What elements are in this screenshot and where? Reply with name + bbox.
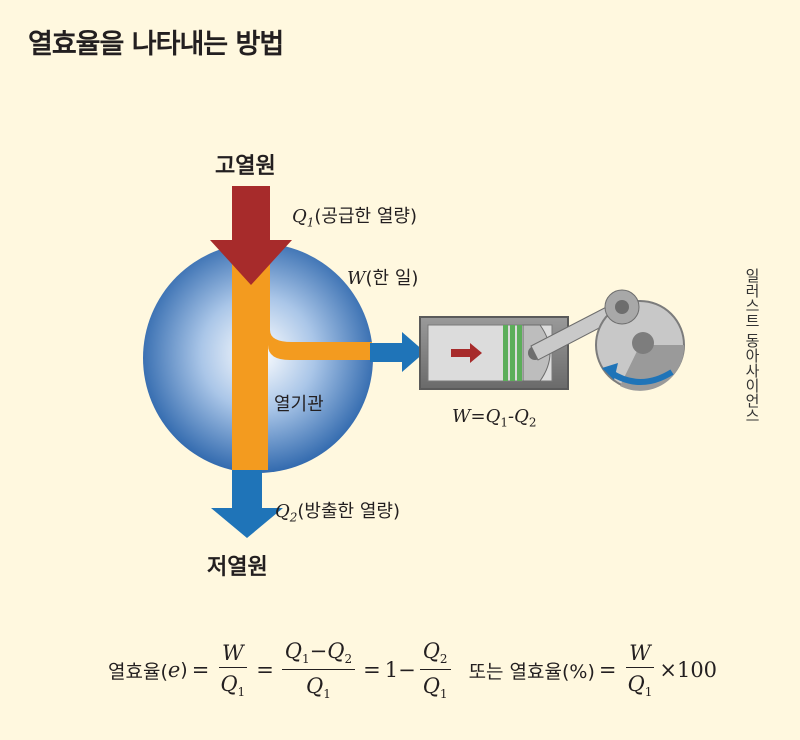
f2-num-q1: Q [284, 639, 303, 664]
q2-label: Q2(방출한 열량) [275, 497, 400, 525]
work-label: W(한 일) [347, 264, 418, 290]
f2-num-s1: 1 [302, 652, 310, 667]
engine-icon [419, 289, 685, 391]
heat-engine-label: 열기관 [274, 394, 324, 415]
hot-source-label: 고열원 [215, 154, 276, 179]
formula-eq-3: = [363, 658, 381, 682]
f2-num-q2: Q [327, 639, 345, 664]
work-arrow [370, 332, 425, 372]
q1-label: Q1(공급한 열량) [292, 202, 417, 230]
q1-text: (공급한 열량) [314, 206, 417, 227]
illustration-credit: 일러스트 동아사이언스 [743, 268, 761, 423]
f2-num: Q1−Q2 [281, 639, 356, 670]
f4-den: Q1 [625, 668, 656, 699]
fraction-q2-q1: Q2 Q1 [419, 639, 451, 701]
formula-eq-4: = [598, 658, 617, 682]
cold-source-label: 저열원 [207, 555, 268, 580]
formula-eq-1: = [191, 658, 210, 682]
f2-den-q: Q [306, 673, 324, 698]
f1-den-sub: 1 [237, 685, 246, 700]
f3-den: Q1 [420, 670, 451, 701]
eq-equals: = [470, 406, 486, 427]
f4-den-q: Q [627, 671, 645, 696]
formula-lhs: 열효율( [108, 660, 168, 683]
formula-e: e [167, 658, 181, 682]
eq-s2: 2 [528, 415, 537, 430]
f2-minus: − [309, 639, 328, 664]
engine-equation: W=Q1-Q2 [452, 406, 537, 430]
q2-symbol: Q [275, 501, 290, 522]
f3-den-sub: 1 [439, 686, 448, 701]
page-title: 열효율을 나타내는 방법 [28, 29, 284, 60]
fraction-diff-q1: Q1−Q2 Q1 [281, 639, 356, 701]
q1-symbol: Q [292, 206, 307, 227]
formula-close: ) [180, 659, 188, 681]
f4-den-sub: 1 [644, 685, 653, 700]
fraction-w-q1: W Q1 [217, 641, 248, 699]
formula-one-minus: 1− [384, 658, 416, 682]
efficiency-formula: 열효율(e) = W Q1 = Q1−Q2 Q1 = 1− Q2 Q1 또는 열… [108, 630, 717, 710]
f2-den: Q1 [303, 670, 334, 701]
f3-num-q: Q [422, 639, 440, 664]
q2-arrow [211, 470, 283, 538]
f4-num: W [626, 641, 654, 668]
eq-w: W [452, 406, 471, 427]
eq-q2: Q [514, 406, 529, 427]
q1-sub: 1 [306, 215, 315, 230]
eq-q1: Q [485, 406, 501, 427]
q1-arrow [210, 186, 292, 285]
f1-den-q: Q [220, 671, 238, 696]
q2-text: (방출한 열량) [297, 501, 400, 522]
f1-den: Q1 [217, 668, 248, 699]
formula-times-100: ×100 [659, 658, 718, 682]
eq-s1: 1 [500, 415, 509, 430]
q2-sub: 2 [289, 510, 298, 525]
f3-den-q: Q [422, 673, 440, 698]
w-text: (한 일) [365, 268, 419, 289]
w-symbol: W [347, 268, 366, 289]
formula-or-text: 또는 열효율(%) [468, 660, 595, 683]
fraction-w-q1-percent: W Q1 [625, 641, 656, 699]
f2-den-sub: 1 [323, 686, 331, 701]
f2-num-s2: 2 [344, 652, 353, 667]
formula-eq-2: = [256, 658, 274, 682]
f3-num: Q2 [419, 639, 451, 670]
f3-num-sub: 2 [439, 652, 448, 667]
eq-minus: - [508, 406, 515, 427]
heat-path [232, 255, 372, 470]
f1-num: W [218, 641, 247, 668]
